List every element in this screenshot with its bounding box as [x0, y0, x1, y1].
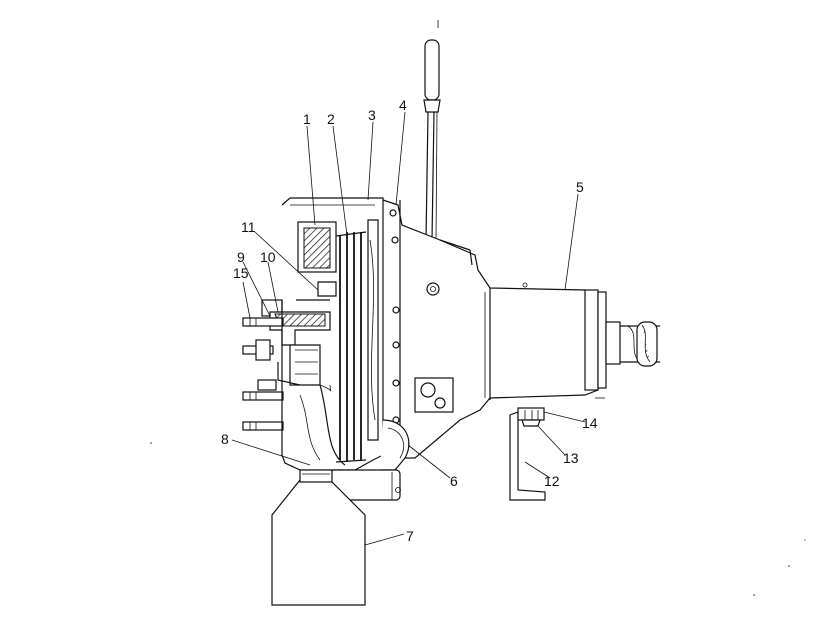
label-13: 13 [563, 450, 579, 466]
label-6: 6 [450, 473, 458, 489]
label-8: 8 [221, 431, 229, 447]
scan-specks [150, 442, 806, 596]
label-15: 15 [233, 265, 249, 281]
mounting-studs [242, 300, 284, 455]
input-hub [261, 281, 337, 392]
leader-lines [231, 111, 586, 546]
mounting-bracket [509, 407, 546, 501]
label-2: 2 [327, 111, 335, 127]
label-4: 4 [399, 97, 407, 113]
label-5: 5 [576, 179, 584, 195]
label-10: 10 [260, 249, 276, 265]
label-3: 3 [368, 107, 376, 123]
label-11: 11 [241, 219, 256, 235]
label-7: 7 [406, 528, 414, 544]
label-1: 1 [303, 111, 311, 127]
control-lever [423, 20, 441, 241]
output-shaft [584, 289, 660, 399]
label-12: 12 [544, 473, 560, 489]
gearbox-housing [382, 199, 599, 459]
callout-labels: 1 2 3 4 5 6 7 8 9 10 11 12 13 14 15 [221, 97, 598, 544]
lower-component [271, 469, 366, 606]
clutch-housing [281, 197, 410, 501]
label-14: 14 [582, 415, 598, 431]
label-9: 9 [237, 249, 245, 265]
